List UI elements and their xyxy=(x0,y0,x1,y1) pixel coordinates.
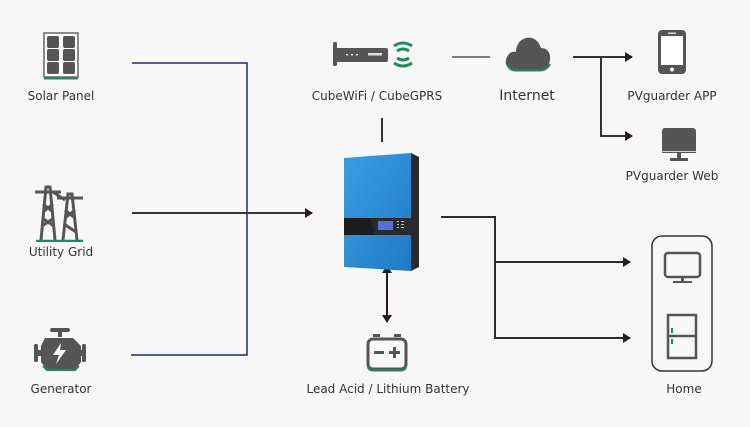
battery-label: Lead Acid / Lithium Battery xyxy=(306,382,470,396)
monitor-icon xyxy=(662,128,696,161)
inverter-to-home-line xyxy=(441,216,631,343)
home-panel-icon xyxy=(651,235,713,372)
tv-icon xyxy=(663,251,702,283)
generator-label: Generator xyxy=(30,382,92,396)
pvguarder-web-label: PVguarder Web xyxy=(625,169,719,183)
pvguarder-app-label: PVguarder APP xyxy=(627,89,717,103)
utility-grid-label: Utility Grid xyxy=(28,245,94,259)
home-label: Home xyxy=(666,382,702,396)
solar-panel-icon xyxy=(43,32,79,80)
internet-to-web-arrow xyxy=(600,57,633,141)
solar-input-line xyxy=(131,62,248,356)
internet-label: Internet xyxy=(499,88,555,104)
battery-icon xyxy=(366,334,408,372)
comm-module-label: CubeWiFi / CubeGPRS xyxy=(311,89,443,103)
fridge-icon xyxy=(666,313,698,360)
wifi-dongle-icon xyxy=(333,41,413,68)
cloud-icon xyxy=(505,37,551,72)
engine-icon xyxy=(34,328,86,371)
solar-panel-label: Solar Panel xyxy=(27,89,95,103)
inverter-icon[interactable] xyxy=(341,151,437,275)
power-tower-icon xyxy=(35,185,83,242)
smartphone-icon xyxy=(658,30,686,74)
